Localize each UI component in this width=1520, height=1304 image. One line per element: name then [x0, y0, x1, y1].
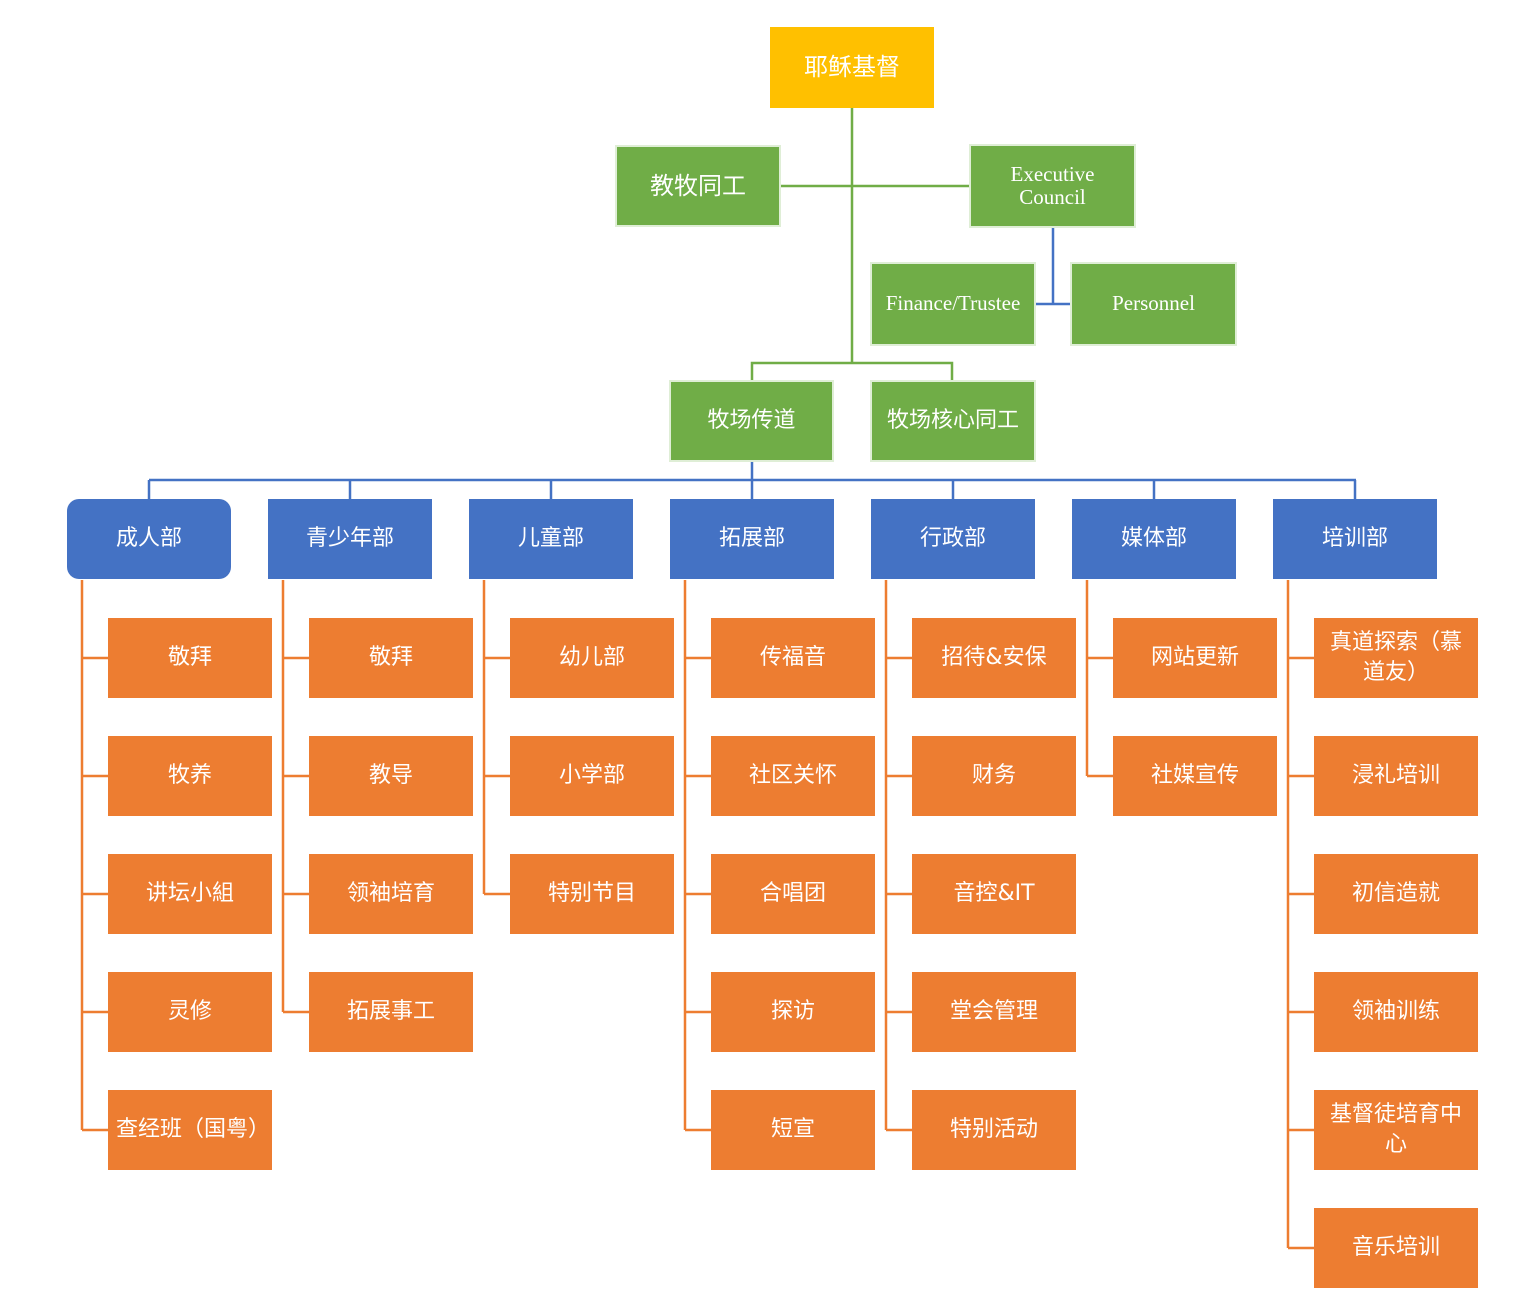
ministry-box: 拓展事工	[309, 972, 473, 1052]
finance-trustee-box: Finance/Trustee	[870, 262, 1036, 346]
ministry-box: 堂会管理	[912, 972, 1076, 1052]
ministry-box: 音乐培训	[1314, 1208, 1478, 1288]
ranch-mission-box: 牧场传道	[669, 380, 834, 462]
department-box: 拓展部	[670, 499, 834, 579]
ministry-box: 教导	[309, 736, 473, 816]
ministry-box: 牧养	[108, 736, 272, 816]
ministry-box: 基督徒培育中心	[1314, 1090, 1478, 1170]
ministry-box: 领袖训练	[1314, 972, 1478, 1052]
ministry-box: 初信造就	[1314, 854, 1478, 934]
ministry-box: 幼儿部	[510, 618, 674, 698]
ministry-box: 真道探索（慕道友）	[1314, 618, 1478, 698]
ministry-box: 网站更新	[1113, 618, 1277, 698]
executive-council-box: Executive Council	[969, 144, 1136, 228]
department-box: 媒体部	[1072, 499, 1236, 579]
ministry-box: 音控&IT	[912, 854, 1076, 934]
pastoral-staff-box: 教牧同工	[615, 145, 781, 227]
ministry-box: 社区关怀	[711, 736, 875, 816]
ministry-box: 领袖培育	[309, 854, 473, 934]
ministry-box: 讲坛小組	[108, 854, 272, 934]
ministry-box: 浸礼培训	[1314, 736, 1478, 816]
personnel-box: Personnel	[1070, 262, 1237, 346]
ministry-box: 短宣	[711, 1090, 875, 1170]
department-box: 儿童部	[469, 499, 633, 579]
ministry-box: 敬拜	[309, 618, 473, 698]
ministry-box: 查经班（国粤）	[108, 1090, 272, 1170]
ministry-box: 财务	[912, 736, 1076, 816]
department-box: 培训部	[1273, 499, 1437, 579]
ministry-box: 合唱团	[711, 854, 875, 934]
ministry-box: 特别活动	[912, 1090, 1076, 1170]
department-box: 青少年部	[268, 499, 432, 579]
ministry-box: 社媒宣传	[1113, 736, 1277, 816]
root-box-jesus-christ: 耶稣基督	[770, 27, 934, 108]
ministry-box: 传福音	[711, 618, 875, 698]
ministry-box: 特别节目	[510, 854, 674, 934]
ministry-box: 敬拜	[108, 618, 272, 698]
ranch-core-staff-box: 牧场核心同工	[870, 380, 1036, 462]
department-box: 成人部	[67, 499, 231, 579]
green-connectors	[750, 108, 970, 381]
ministry-box: 探访	[711, 972, 875, 1052]
department-box: 行政部	[871, 499, 1035, 579]
ministry-box: 小学部	[510, 736, 674, 816]
ministry-box: 招待&安保	[912, 618, 1076, 698]
ministry-box: 灵修	[108, 972, 272, 1052]
